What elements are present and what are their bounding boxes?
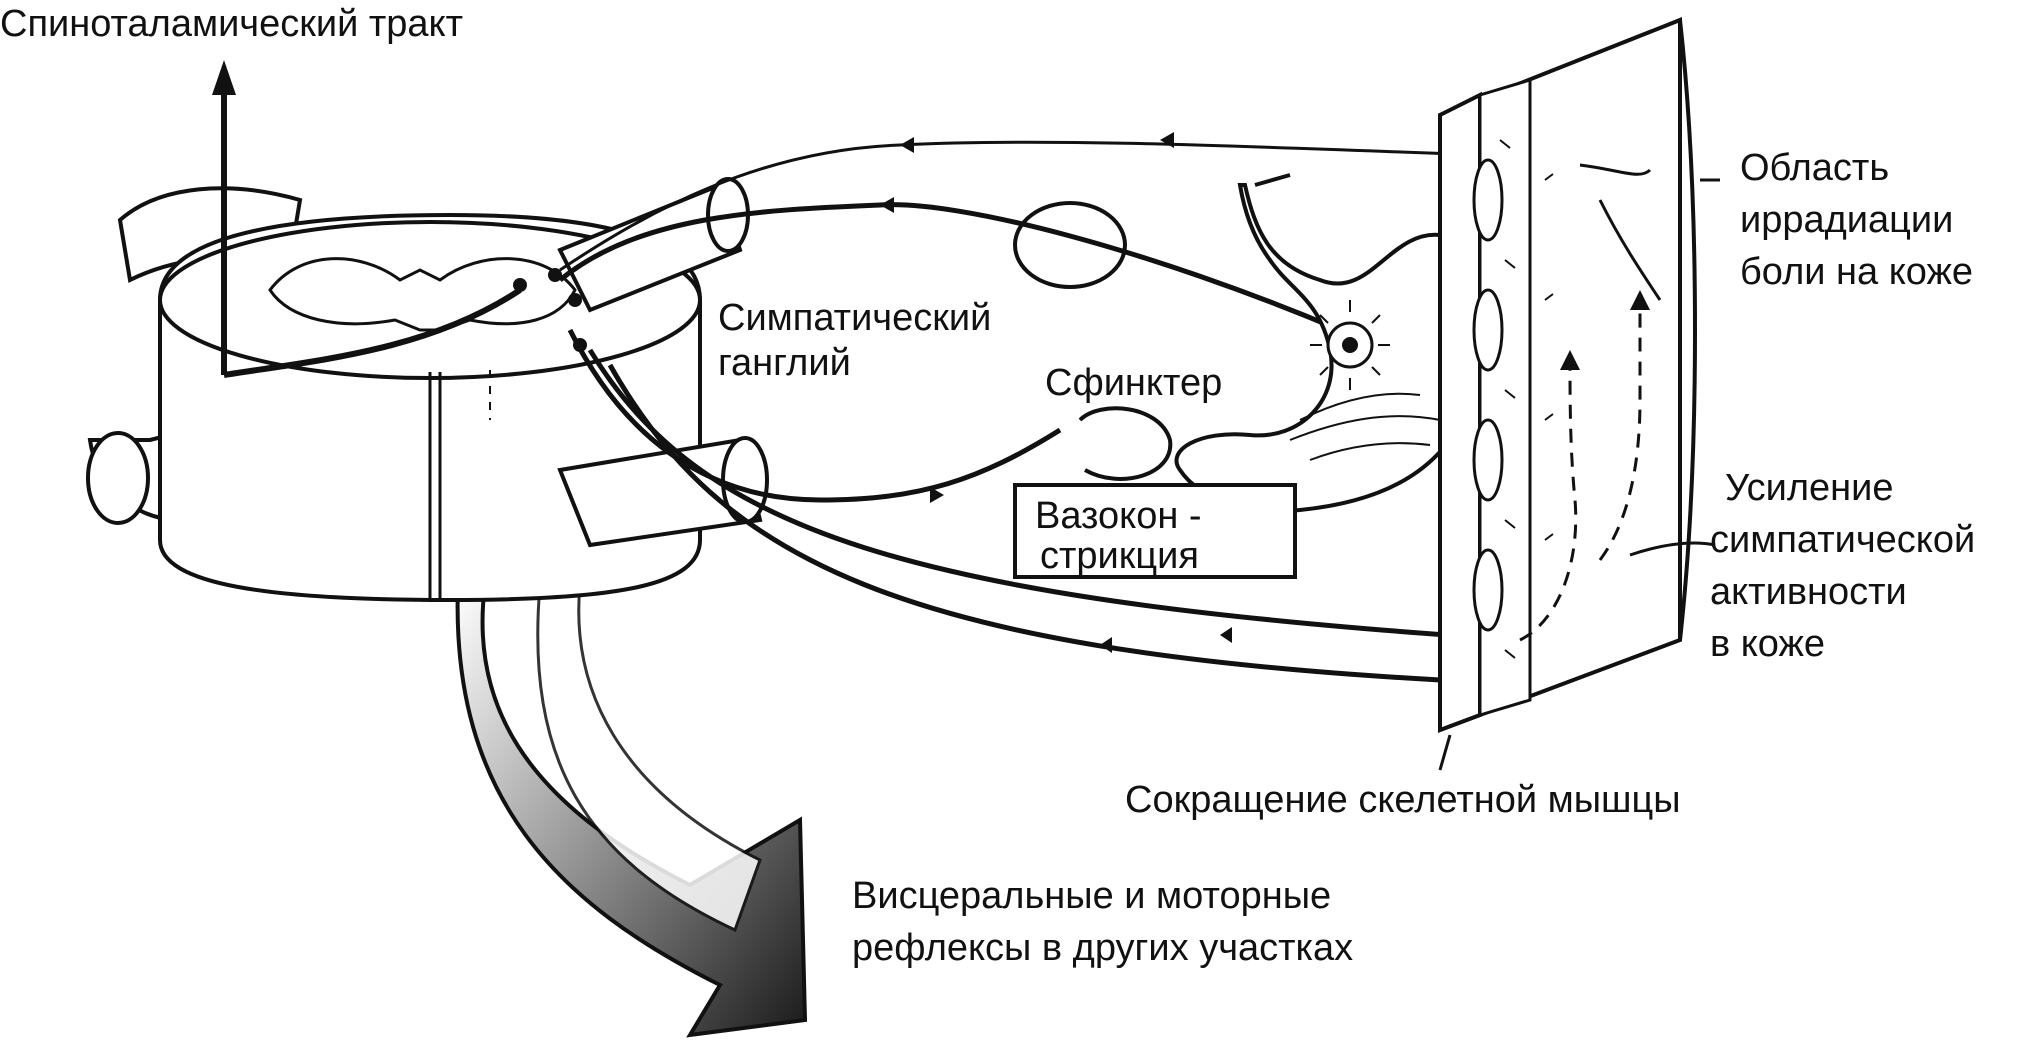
- label-vasoconstriction-line1: Вазокон -: [1035, 495, 1202, 537]
- label-reflexes-line2: рефлексы в других участках: [852, 927, 1353, 969]
- label-symp-activity-line2: симпатической: [1710, 519, 1975, 561]
- label-sympathetic-ganglion-line2: ганглий: [718, 342, 851, 384]
- label-spinothalamic-tract: Спиноталамический тракт: [0, 3, 463, 45]
- label-symp-activity-line3: активности: [1710, 571, 1907, 613]
- label-reflexes-line1: Висцеральные и моторные: [852, 875, 1331, 917]
- label-vasoconstriction-line2: стрикция: [1040, 535, 1199, 577]
- label-pain-area-line3: боли на коже: [1740, 251, 1973, 293]
- skin-muscle-slab: [1438, 17, 1720, 771]
- label-sympathetic-ganglion-line1: Симпатический: [718, 297, 991, 339]
- label-sphincter: Сфинктер: [1045, 362, 1222, 404]
- label-muscle-contraction: Сокращение скелетной мышцы: [1125, 779, 1681, 821]
- label-symp-activity-line4: в коже: [1710, 623, 1825, 665]
- spinal-cord-segment: [86, 177, 769, 603]
- label-pain-area-line1: Область: [1740, 147, 1889, 189]
- descending-reflex-arrow: [455, 583, 808, 1038]
- spinothalamic-tract-line: [212, 60, 522, 378]
- label-pain-area-line2: иррадиации: [1740, 199, 1953, 241]
- label-symp-activity-line1: Усиление: [1725, 467, 1893, 509]
- vasoconstriction-box: [1013, 483, 1297, 579]
- stomach: [1078, 173, 1492, 513]
